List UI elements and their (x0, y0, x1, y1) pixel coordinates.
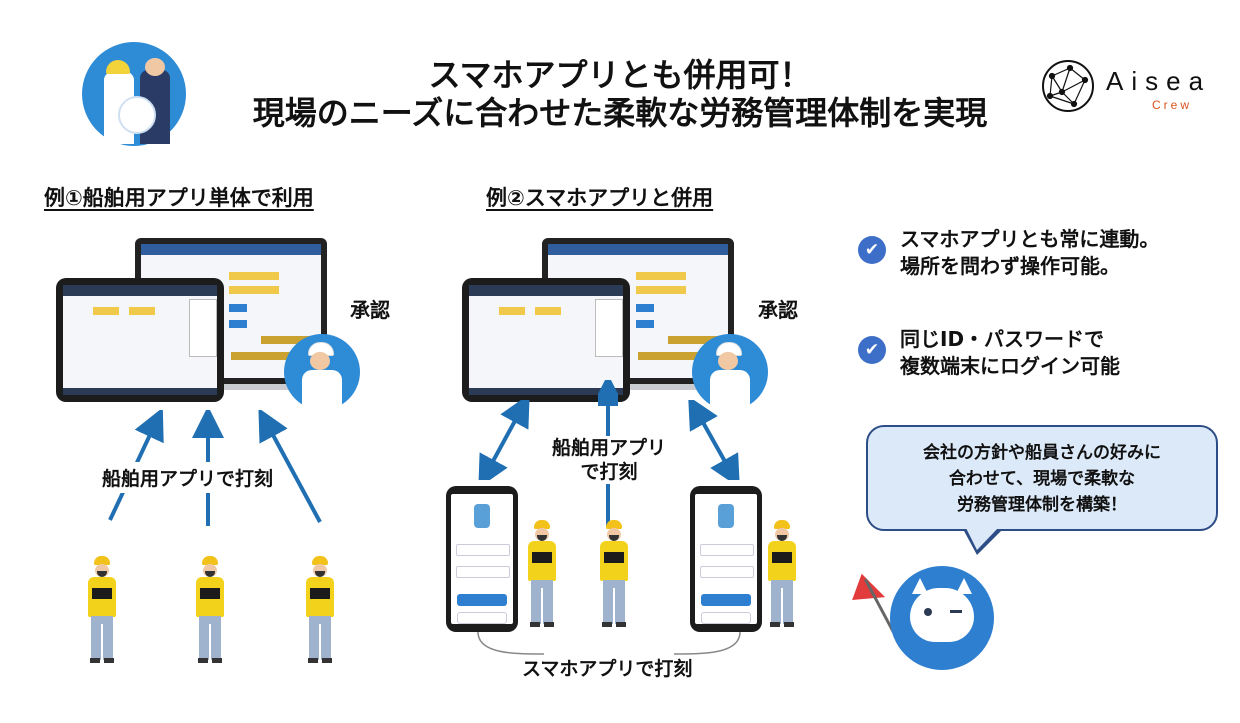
punch-label-2-line-2: で打刻 (580, 461, 638, 483)
example-2-heading: 例②スマホアプリと併用 (486, 186, 714, 210)
supervisor-icon (284, 334, 360, 410)
worker-icon (84, 556, 120, 666)
arrow-icon (478, 400, 740, 480)
bubble-line-1: 会社の方針や船員さんの好みに (923, 443, 1161, 463)
worker-icon (524, 520, 560, 630)
bracket-line (477, 632, 741, 655)
worker-icon (596, 520, 632, 630)
feature-1-line-1: スマホアプリとも常に連動。 (900, 227, 1160, 251)
check-icon: ✔ (858, 336, 886, 364)
feature-2-line-1: 同じID・パスワードで (900, 327, 1105, 351)
mascot-group-illustration (82, 42, 186, 146)
punch-label-1: 船舶用アプリで打刻 (96, 462, 280, 493)
smartphone-right (690, 486, 762, 632)
bubble-line-3: 労務管理体制を構築！ (957, 495, 1127, 515)
page-title: スマホアプリとも併用可！ 現場のニーズに合わせた柔軟な労務管理体制を実現 (200, 56, 1040, 132)
phone-punch-label: スマホアプリで打刻 (522, 658, 693, 680)
approve-label-1: 承認 (350, 298, 390, 322)
tablet-example-1 (56, 278, 224, 402)
feature-item: ✔ 同じID・パスワードで 複数端末にログイン可能 (858, 326, 1120, 380)
bubble-line-2: 合わせて、現場で柔軟な (948, 469, 1136, 489)
smartphone-left (446, 486, 518, 632)
logo-name: Aisea (1106, 66, 1212, 96)
worker-icon (764, 520, 800, 630)
logo-sub: Crew (1152, 98, 1193, 112)
worker-icon (302, 556, 338, 666)
cat-mascot-icon (852, 560, 998, 680)
feature-item: ✔ スマホアプリとも常に連動。 場所を問わず操作可能。 (858, 226, 1159, 280)
title-line-2: 現場のニーズに合わせた柔軟な労務管理体制を実現 (252, 94, 988, 132)
approve-label-2: 承認 (758, 298, 798, 322)
supervisor-icon (692, 334, 768, 410)
example-1-heading: 例①船舶用アプリ単体で利用 (44, 186, 314, 210)
worker-icon (192, 556, 228, 666)
check-icon: ✔ (858, 236, 886, 264)
feature-1-line-2: 場所を問わず操作可能。 (900, 254, 1120, 278)
title-line-1: スマホアプリとも併用可！ (428, 56, 812, 94)
punch-label-2-line-1: 船舶用アプリ (551, 437, 666, 459)
punch-label-2: 船舶用アプリ で打刻 (548, 436, 670, 484)
aisea-crew-logo: Aisea Crew (1040, 58, 1220, 118)
speech-bubble: 会社の方針や船員さんの好みに 合わせて、現場で柔軟な 労務管理体制を構築！ (866, 425, 1218, 555)
network-logo-icon (1042, 60, 1094, 112)
feature-2-line-2: 複数端末にログイン可能 (900, 354, 1120, 378)
